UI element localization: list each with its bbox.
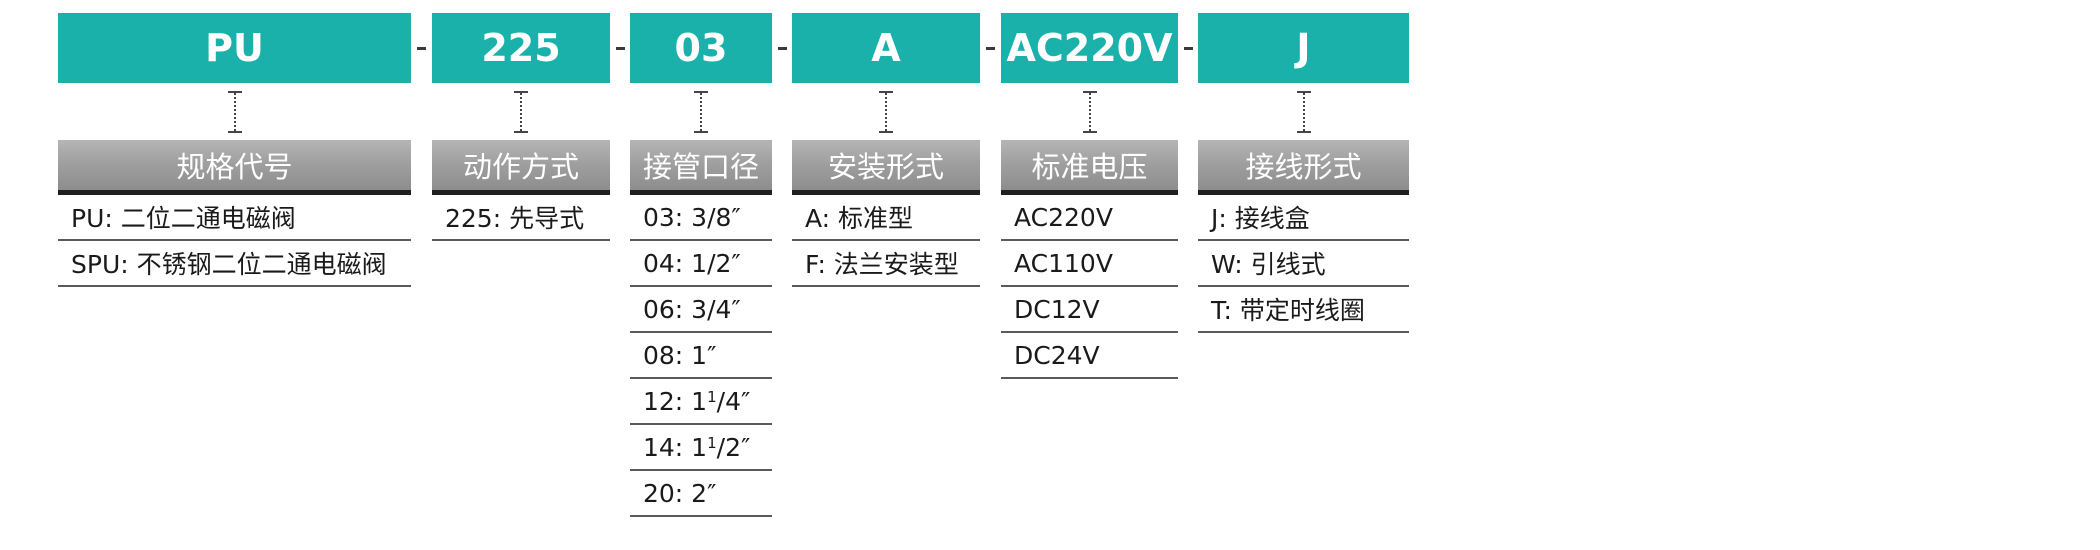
connector-dotted-line xyxy=(520,93,522,131)
code-box-3: A xyxy=(792,13,980,83)
connector-4 xyxy=(1082,91,1097,133)
option-item: AC110V xyxy=(1001,241,1178,287)
connector-tick-bottom xyxy=(514,131,528,133)
separator-dash-4 xyxy=(1183,47,1193,50)
separator-dash-3 xyxy=(986,47,995,50)
category-header-1: 动作方式 xyxy=(432,140,610,195)
option-item: 04: 1/2″ xyxy=(630,241,772,287)
connector-tick-top xyxy=(1082,91,1097,93)
option-item: SPU: 不锈钢二位二通电磁阀 xyxy=(58,241,411,287)
category-header-3: 安装形式 xyxy=(792,140,980,195)
option-item: AC220V xyxy=(1001,195,1178,241)
connector-dotted-line xyxy=(1302,93,1305,131)
option-item: T: 带定时线圈 xyxy=(1198,287,1409,333)
connector-0 xyxy=(227,91,242,133)
code-box-0: PU xyxy=(58,13,411,83)
option-item: J: 接线盒 xyxy=(1198,195,1409,241)
category-header-0: 规格代号 xyxy=(58,140,411,195)
connector-tick-bottom xyxy=(1082,131,1097,133)
connector-dotted-line xyxy=(885,93,887,131)
connector-tick-bottom xyxy=(879,131,893,133)
separator-dash-0 xyxy=(417,47,426,50)
code-box-5: J xyxy=(1198,13,1409,83)
code-box-2: 03 xyxy=(630,13,772,83)
separator-dash-2 xyxy=(777,47,787,50)
option-item: 06: 3/4″ xyxy=(630,287,772,333)
option-item: 08: 1″ xyxy=(630,333,772,379)
option-item: F: 法兰安装型 xyxy=(792,241,980,287)
connector-tick-bottom xyxy=(694,131,708,133)
connector-2 xyxy=(694,91,708,133)
connector-tick-top xyxy=(227,91,242,93)
option-item: 225: 先导式 xyxy=(432,195,610,241)
connector-tick-top xyxy=(1296,91,1311,93)
connector-tick-top xyxy=(879,91,893,93)
code-box-4: AC220V xyxy=(1001,13,1178,83)
option-item: DC12V xyxy=(1001,287,1178,333)
code-box-1: 225 xyxy=(432,13,610,83)
connector-3 xyxy=(879,91,893,133)
option-item: W: 引线式 xyxy=(1198,241,1409,287)
connector-dotted-line xyxy=(233,93,236,131)
option-list-1: 225: 先导式 xyxy=(432,195,610,241)
option-item: A: 标准型 xyxy=(792,195,980,241)
connector-tick-top xyxy=(514,91,528,93)
option-item: PU: 二位二通电磁阀 xyxy=(58,195,411,241)
option-item: 03: 3/8″ xyxy=(630,195,772,241)
separator-dash-1 xyxy=(615,47,625,50)
category-header-4: 标准电压 xyxy=(1001,140,1178,195)
option-item: DC24V xyxy=(1001,333,1178,379)
connector-tick-bottom xyxy=(227,131,242,133)
connector-1 xyxy=(514,91,528,133)
category-header-2: 接管口径 xyxy=(630,140,772,195)
option-item: 20: 2″ xyxy=(630,471,772,517)
connector-dotted-line xyxy=(700,93,702,131)
connector-tick-bottom xyxy=(1296,131,1311,133)
connector-5 xyxy=(1296,91,1311,133)
connector-dotted-line xyxy=(1088,93,1091,131)
connector-tick-top xyxy=(694,91,708,93)
category-header-5: 接线形式 xyxy=(1198,140,1409,195)
